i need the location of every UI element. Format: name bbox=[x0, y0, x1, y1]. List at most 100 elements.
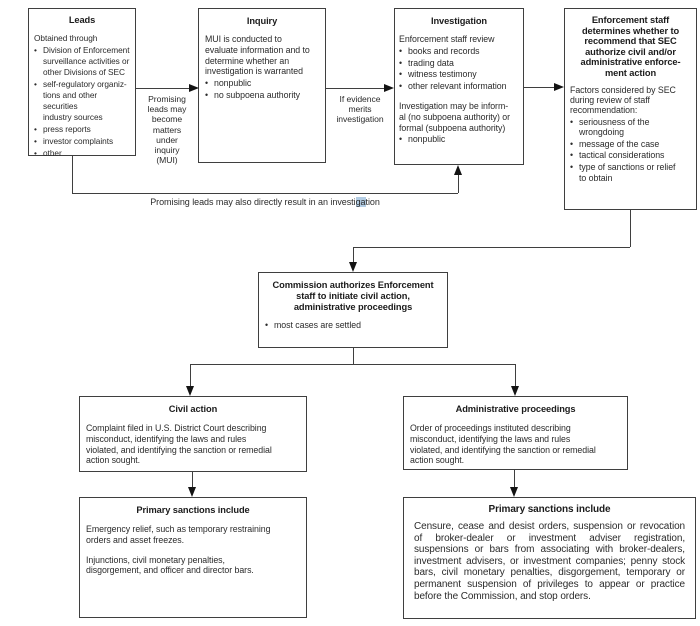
bullet-icon: • bbox=[570, 138, 574, 149]
bullet-icon: • bbox=[399, 57, 403, 68]
list-item: • press reports bbox=[34, 124, 130, 135]
enforcement-drop-line bbox=[630, 210, 631, 247]
label-text: Promising leads may also directly result… bbox=[150, 197, 356, 207]
enforcement-title: Enforcement staff determines whether to … bbox=[580, 15, 681, 78]
bullet-icon: • bbox=[34, 124, 37, 134]
bullet-icon: • bbox=[205, 89, 209, 100]
bullet-icon: • bbox=[34, 79, 37, 89]
enforcement-intro: Factors considered by SEC during review … bbox=[570, 84, 676, 116]
commission-bullet: most cases are settled bbox=[274, 320, 361, 330]
bullet-icon: • bbox=[570, 162, 574, 173]
investigation-bullet: books and records bbox=[408, 45, 480, 56]
leads-bullet: self-regulatory organiz- tions and other… bbox=[43, 79, 127, 122]
list-item: • most cases are settled bbox=[265, 320, 441, 331]
bullet-icon: • bbox=[399, 69, 403, 80]
arrowhead-down-icon bbox=[510, 487, 518, 497]
investigation-bullet: trading data bbox=[408, 57, 454, 68]
leads-drop-line bbox=[72, 156, 73, 193]
commission-box: Commission authorizes Enforcement staff … bbox=[258, 272, 448, 348]
investigation-body: Investigation may be inform- al (no subp… bbox=[399, 100, 511, 133]
bullet-icon: • bbox=[34, 136, 37, 146]
leads-box: Leads Obtained through • Division of Enfo… bbox=[28, 8, 136, 159]
list-item: • books and records bbox=[399, 46, 519, 57]
list-item: • other bbox=[34, 148, 130, 159]
inquiry-bullet: nonpublic bbox=[214, 78, 252, 89]
label-text: tion bbox=[365, 197, 380, 207]
inquiry-to-investigation-label: If evidence merits investigation bbox=[336, 94, 384, 125]
bullet-icon: • bbox=[399, 81, 403, 92]
primary-sanctions-civil-title: Primary sanctions include bbox=[136, 505, 250, 515]
bullet-icon: • bbox=[265, 320, 269, 330]
list-item: • message of the case bbox=[570, 139, 691, 150]
bullet-icon: • bbox=[570, 150, 574, 161]
list-item: • type of sanctions or relief to obtain bbox=[570, 162, 691, 183]
bullet-icon: • bbox=[34, 148, 37, 158]
civil-to-sanctions-line bbox=[192, 472, 193, 488]
leads-to-inquiry-label: Promising leads may become matters under… bbox=[147, 94, 187, 166]
leads-bullet: Division of Enforcement surveillance act… bbox=[43, 45, 130, 77]
enforcement-bullet: message of the case bbox=[579, 138, 660, 149]
bullet-icon: • bbox=[570, 116, 574, 127]
investigation-bullet: witness testimony bbox=[408, 69, 477, 80]
arrowhead-down-icon bbox=[188, 487, 196, 497]
civil-branch-line bbox=[190, 364, 191, 387]
commission-split-line bbox=[190, 364, 515, 365]
arrowhead-up-icon bbox=[454, 165, 462, 175]
bullet-icon: • bbox=[205, 78, 209, 89]
primary-sanctions-civil-box: Primary sanctions include Emergency reli… bbox=[79, 497, 307, 618]
commission-rise-line bbox=[353, 247, 354, 263]
arrowhead-right-icon bbox=[189, 84, 199, 92]
leads-to-investigation-line bbox=[72, 193, 458, 194]
arrowhead-down-icon bbox=[511, 386, 519, 396]
list-item: • tactical considerations bbox=[570, 150, 691, 161]
arrowhead-right-icon bbox=[384, 84, 394, 92]
inquiry-body: MUI is conducted to evaluate information… bbox=[205, 34, 310, 77]
commission-drop-line bbox=[353, 348, 354, 364]
leads-bullet: other bbox=[43, 148, 62, 158]
list-item: • self-regulatory organiz- tions and othe… bbox=[34, 79, 130, 123]
administrative-proceedings-title: Administrative proceedings bbox=[455, 404, 576, 414]
arrowhead-down-icon bbox=[349, 262, 357, 272]
enforcement-to-commission-line bbox=[353, 247, 630, 248]
selection-highlight: ga bbox=[355, 197, 366, 207]
civil-action-body: Complaint filed in U.S. District Court d… bbox=[86, 423, 272, 466]
bullet-icon: • bbox=[34, 45, 37, 55]
primary-sanctions-civil-para2: Injunctions, civil monetary penalties, d… bbox=[86, 554, 254, 576]
administrative-proceedings-body: Order of proceedings instituted describi… bbox=[410, 423, 596, 466]
investigation-bullet: other relevant information bbox=[408, 81, 507, 92]
primary-sanctions-admin-box: Primary sanctions include Censure, cease… bbox=[403, 497, 696, 619]
investigation-box: Investigation Enforcement staff review •… bbox=[394, 8, 524, 165]
administrative-proceedings-box: Administrative proceedings Order of proc… bbox=[403, 396, 628, 470]
investigation-to-enforcement-line bbox=[524, 87, 555, 88]
admin-to-sanctions-line bbox=[514, 470, 515, 488]
investigation-intro: Enforcement staff review bbox=[399, 34, 495, 44]
inquiry-to-investigation-line bbox=[326, 88, 384, 89]
enforcement-bullet: seriousness of the wrongdoing bbox=[579, 116, 650, 138]
inquiry-bullet: no subpoena authority bbox=[214, 89, 301, 100]
leads-bullet: investor complaints bbox=[43, 136, 114, 146]
arrowhead-down-icon bbox=[186, 386, 194, 396]
leads-to-inquiry-line bbox=[136, 88, 190, 89]
enforcement-bullet: type of sanctions or relief to obtain bbox=[579, 162, 676, 183]
bullet-icon: • bbox=[399, 45, 403, 56]
leads-intro: Obtained through bbox=[34, 33, 98, 43]
admin-branch-line bbox=[515, 364, 516, 387]
enforcement-bullet: tactical considerations bbox=[579, 150, 665, 161]
leads-to-investigation-label: Promising leads may also directly result… bbox=[130, 197, 400, 207]
primary-sanctions-admin-title: Primary sanctions include bbox=[488, 504, 611, 515]
arrowhead-right-icon bbox=[554, 83, 564, 91]
list-item: • Division of Enforcement surveillance ac… bbox=[34, 45, 130, 78]
commission-title: Commission authorizes Enforcement staff … bbox=[272, 280, 434, 312]
bullet-icon: • bbox=[399, 134, 403, 145]
list-item: • seriousness of the wrongdoing bbox=[570, 117, 691, 138]
list-item: • witness testimony bbox=[399, 69, 519, 80]
leads-title: Leads bbox=[68, 15, 96, 25]
list-item: • investor complaints bbox=[34, 136, 130, 147]
investigation-rise-line bbox=[458, 174, 459, 193]
list-item: • trading data bbox=[399, 58, 519, 69]
inquiry-box: Inquiry MUI is conducted to evaluate inf… bbox=[198, 8, 326, 163]
leads-bullet: press reports bbox=[43, 124, 91, 134]
primary-sanctions-admin-body: Censure, cease and desist orders, suspen… bbox=[414, 521, 685, 602]
primary-sanctions-civil-para1: Emergency relief, such as temporary rest… bbox=[86, 524, 271, 545]
